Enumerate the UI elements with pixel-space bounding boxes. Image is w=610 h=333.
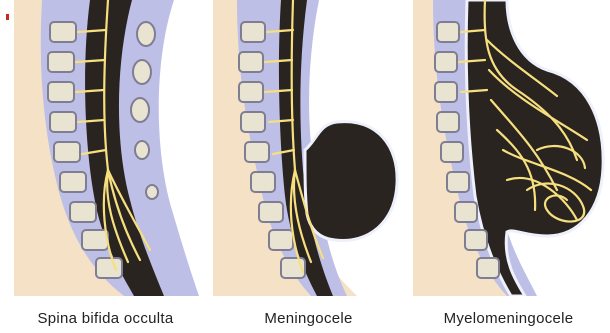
caption-myelomeningocele: Myelomeningocele [407,310,610,327]
spine-illustration-meningocele [207,0,410,296]
caption-spina-bifida-occulta: Spina bifida occulta [4,310,207,327]
figure-spina-bifida-occulta [4,0,207,296]
spine-illustration-myelomeningocele [407,0,610,296]
figure-meningocele [207,0,410,296]
caption-meningocele: Meningocele [207,310,410,327]
figure-myelomeningocele [407,0,610,296]
meningeal-sac [305,122,397,241]
spine-illustration-occulta [4,0,207,296]
